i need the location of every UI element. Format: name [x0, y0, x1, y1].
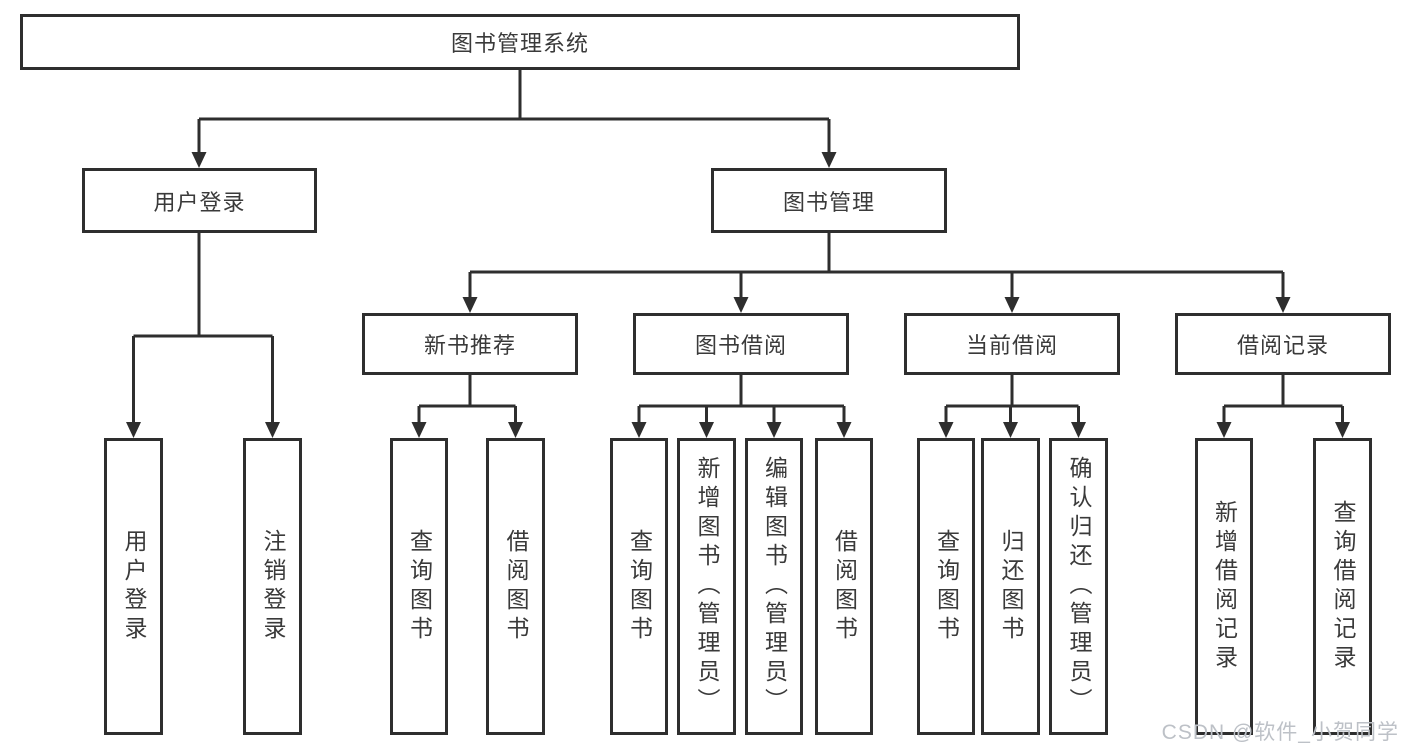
leaf-borrow-book-recommend: 借阅图书: [486, 438, 545, 735]
node-label: 注销登录: [260, 528, 286, 645]
node-current-borrow: 当前借阅: [904, 313, 1120, 375]
node-label: 查询借阅记录: [1330, 499, 1356, 674]
leaf-edit-book-admin: 编辑图书（管理员）: [745, 438, 803, 735]
node-label: 图书借阅: [694, 333, 787, 358]
node-borrow-records: 借阅记录: [1175, 313, 1391, 375]
node-label: 用户登录: [153, 189, 246, 215]
leaf-query-borrow-record: 查询借阅记录: [1313, 438, 1372, 735]
node-label: 图书管理系统: [450, 31, 589, 56]
leaf-add-book-admin: 新增图书（管理员）: [677, 438, 736, 735]
node-user-login: 用户登录: [82, 168, 317, 233]
leaf-query-book-recommend: 查询图书: [390, 438, 448, 735]
node-label: 借阅图书: [831, 528, 858, 645]
node-label: 用户登录: [121, 528, 147, 645]
node-label: 查询图书: [933, 528, 960, 645]
leaf-confirm-return-admin: 确认归还（管理员）: [1049, 438, 1108, 735]
node-label: 新增图书（管理员）: [694, 456, 720, 717]
node-label: 借阅记录: [1236, 333, 1329, 358]
node-new-book-recommend: 新书推荐: [362, 313, 578, 375]
node-label: 查询图书: [626, 528, 653, 645]
node-book-management: 图书管理: [711, 168, 947, 233]
node-label: 编辑图书（管理员）: [761, 456, 788, 717]
leaf-query-book-current: 查询图书: [917, 438, 975, 735]
leaf-borrow-book: 借阅图书: [815, 438, 873, 735]
leaf-return-book: 归还图书: [981, 438, 1040, 735]
node-label: 确认归还（管理员）: [1066, 456, 1092, 717]
leaf-user-login: 用户登录: [104, 438, 163, 735]
node-label: 借阅图书: [503, 528, 529, 645]
leaf-add-borrow-record: 新增借阅记录: [1195, 438, 1253, 735]
node-label: 图书管理: [782, 189, 875, 215]
node-book-borrow: 图书借阅: [633, 313, 849, 375]
node-label: 新增借阅记录: [1211, 499, 1238, 674]
leaf-logout: 注销登录: [243, 438, 302, 735]
csdn-watermark: CSDN @软件_小贺同学: [1161, 721, 1399, 744]
node-library-management-system: 图书管理系统: [20, 14, 1020, 70]
leaf-query-book-borrow: 查询图书: [610, 438, 668, 735]
node-label: 新书推荐: [423, 333, 516, 358]
node-label: 当前借阅: [965, 333, 1058, 358]
node-label: 查询图书: [406, 528, 433, 645]
node-label: 归还图书: [998, 528, 1024, 645]
